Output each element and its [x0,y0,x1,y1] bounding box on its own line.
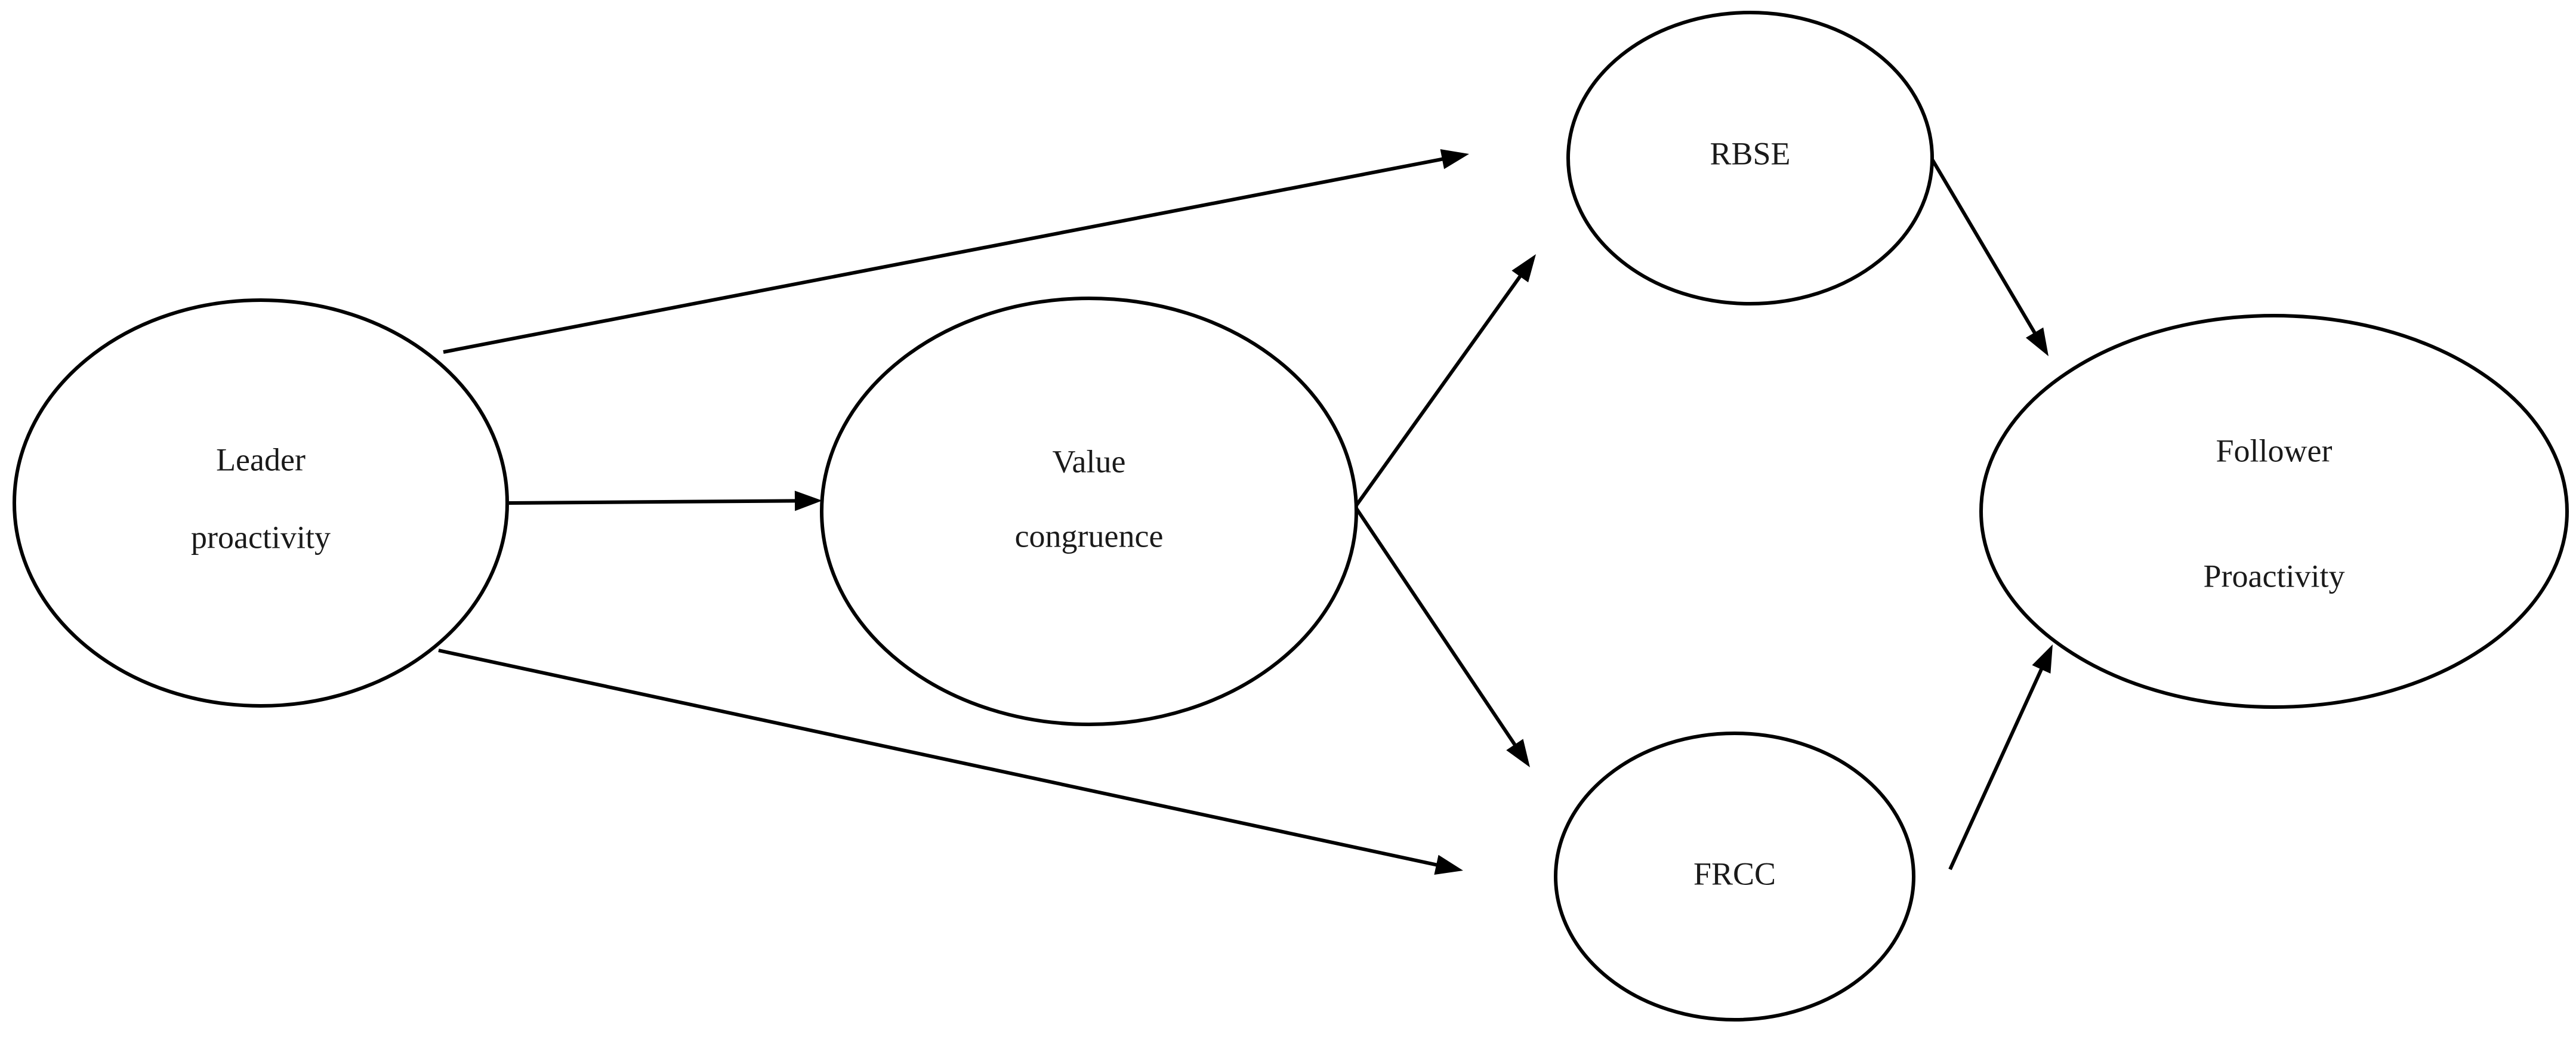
node-value-label-line-1: Value [1053,443,1126,479]
edges-layer [438,149,2053,875]
node-frcc-label-line-1: FRCC [1693,856,1776,891]
node-frcc: FRCC [1554,732,1915,1022]
arrow-value-rbse-shaft [1355,273,1523,507]
node-leader-label-line-2: proactivity [191,519,331,555]
arrow-rbse-follower-shaft [1929,155,2038,336]
node-leader-ellipse [13,298,509,708]
nodes-layer: Leader proactivity Value congruence RBSE FRCC… [13,11,2569,1022]
arrow-value-rbse [1355,254,1536,507]
node-follower-label-line-2: Proactivity [2204,558,2345,594]
arrow-leader-value-shaft [508,499,798,505]
arrow-leader-frcc-shaft [438,649,1439,868]
node-leader: Leader proactivity [13,298,509,708]
arrow-value-frcc-shaft [1355,507,1518,748]
arrow-leader-rbse-shaft [443,157,1445,354]
node-value: Value congruence [820,297,1358,726]
arrow-leader-value [508,490,822,511]
node-leader-label-line-1: Leader [216,442,306,477]
arrowhead-icon [2025,327,2049,356]
arrow-leader-frcc [438,649,1463,875]
arrowhead-icon [1511,254,1536,283]
arrow-leader-rbse [443,149,1469,354]
arrowhead-icon [794,490,822,511]
node-frcc-ellipse [1554,732,1915,1022]
node-follower-label-line-1: Follower [2216,433,2333,468]
arrow-frcc-follower [1948,644,2053,871]
arrow-frcc-follower-shaft [1948,666,2044,871]
node-rbse-ellipse [1566,11,1934,306]
node-rbse-label-line-1: RBSE [1710,135,1790,171]
arrowhead-icon [2032,644,2053,674]
node-value-label-line-2: congruence [1015,518,1164,554]
node-rbse: RBSE [1566,11,1934,306]
arrowhead-icon [1506,739,1530,767]
arrowhead-icon [1434,854,1463,875]
node-follower-ellipse [1979,314,2569,709]
arrow-value-frcc [1355,507,1530,767]
arrowhead-icon [1440,149,1469,169]
arrow-rbse-follower [1929,155,2049,356]
node-value-ellipse [820,297,1358,726]
